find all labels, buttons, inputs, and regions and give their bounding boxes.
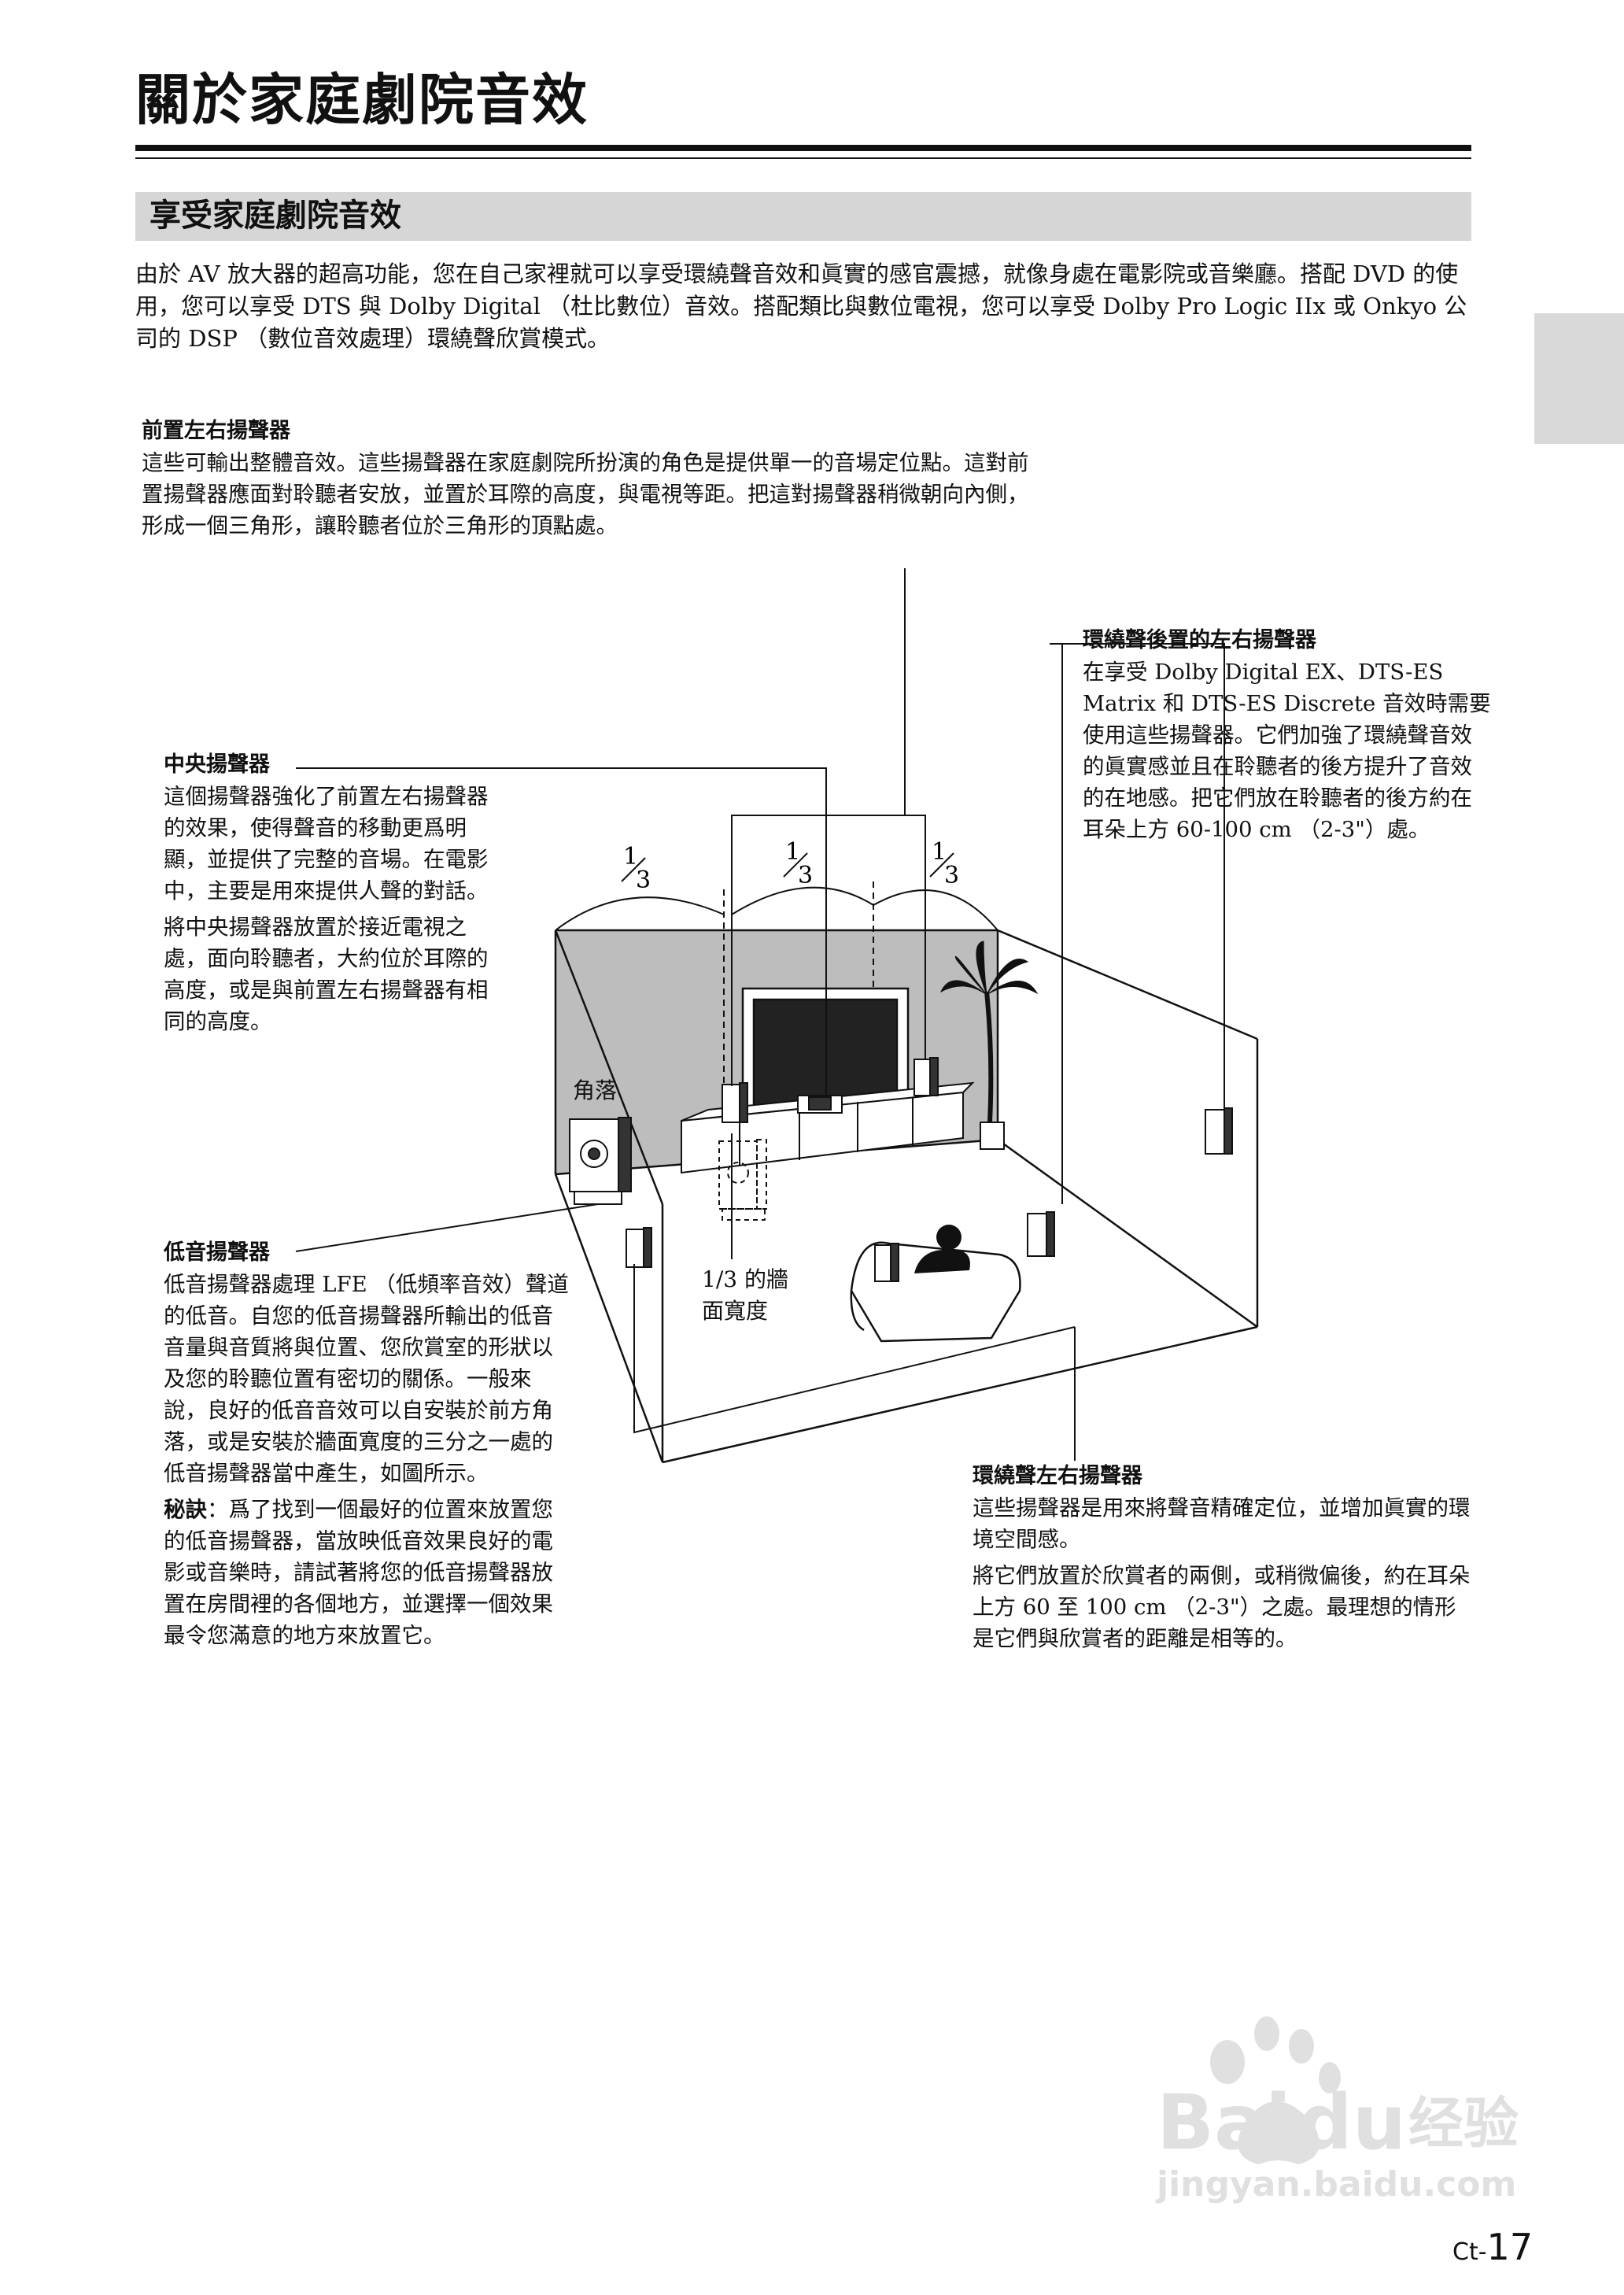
palm-plant [939, 941, 1039, 1150]
title-rule [135, 145, 1471, 151]
surround-speakers-text-1: 這些揚聲器是用來將聲音精確定位，並增加眞實的環境空間感。 [973, 1495, 1471, 1552]
surround-left-speaker [874, 1243, 899, 1282]
wall-thirds-arcs [555, 886, 998, 931]
svg-text:1: 1 [785, 838, 800, 866]
surround-back-speakers-text: 在享受 Dolby Digital EX、DTS-ES Matrix 和 DTS… [1083, 660, 1491, 842]
front-speakers-heading: 前置左右揚聲器 [142, 419, 290, 443]
center-speaker-description: 中央揚聲器 這個揚聲器強化了前置左右揚聲器的效果，使得聲音的移動更爲明顯，並提供… [164, 749, 504, 1037]
surround-speakers-text-2: 將它們放置於欣賞者的兩側，或稍微偏後，約在耳朵上方 60 至 100 cm （2… [973, 1563, 1471, 1651]
front-left-speaker [722, 1082, 748, 1123]
front-speakers-text: 這些可輸出整體音效。這些揚聲器在家庭劇院所扮演的角色是提供單一的音場定位點。這對… [142, 450, 1029, 538]
corner-label: 角落 [573, 1077, 618, 1103]
front-speakers-description: 前置左右揚聲器 這些可輸出整體音效。這些揚聲器在家庭劇院所扮演的角色是提供單一的… [142, 416, 1031, 541]
surround-back-left-speaker [626, 1227, 652, 1268]
surround-right-speaker [1027, 1211, 1055, 1257]
surround-speakers-heading: 環繞聲左右揚聲器 [973, 1464, 1142, 1488]
tip-label: 秘訣 [164, 1497, 207, 1522]
third-label-3: 1 3 [929, 838, 959, 889]
svg-text:Bai: Bai [1157, 2079, 1291, 2167]
third-label-1: 1 3 [621, 843, 651, 894]
surround-speakers-description: 環繞聲左右揚聲器 這些揚聲器是用來將聲音精確定位，並增加眞實的環境空間感。 將它… [973, 1461, 1476, 1654]
svg-text:1: 1 [623, 843, 638, 870]
tip-text: ：爲了找到一個最好的位置來放置您的低音揚聲器，當放映低音效果良好的電影或音樂時，… [164, 1497, 553, 1648]
subwoofer-tip: 秘訣：爲了找到一個最好的位置來放置您的低音揚聲器，當放映低音效果良好的電影或音樂… [164, 1494, 573, 1651]
svg-text:3: 3 [636, 867, 651, 894]
page-title: 關於家庭劇院音效 [135, 68, 589, 132]
wall-width-label: 1/3 的牆面寬度 [702, 1266, 788, 1324]
center-speaker [797, 1095, 843, 1114]
svg-text:3: 3 [944, 862, 959, 889]
surround-back-right-speaker [1205, 1107, 1233, 1155]
subwoofer-third-wall [718, 1139, 767, 1221]
svg-text:经验: 经验 [1408, 2091, 1519, 2156]
page-number-prefix: Ct- [1452, 2238, 1487, 2266]
surround-back-speakers-heading: 環繞聲後置的左右揚聲器 [1083, 628, 1316, 652]
subwoofer-text: 低音揚聲器處理 LFE （低頻率音效）聲道的低音。自您的低音揚聲器所輸出的低音音… [164, 1272, 569, 1486]
svg-text:jingyan.baidu.com: jingyan.baidu.com [1155, 2164, 1516, 2204]
watermark-logo: Bai du 经验 jingyan.baidu.com [1155, 2016, 1519, 2204]
section-title: 享受家庭劇院音效 [149, 198, 401, 234]
listener [914, 1225, 970, 1273]
title-rule-thin [135, 157, 1471, 159]
svg-text:3: 3 [798, 862, 813, 889]
center-speaker-text-1: 這個揚聲器強化了前置左右揚聲器的效果，使得聲音的移動更爲明顯，並提供了完整的音場… [164, 784, 489, 904]
center-speaker-heading: 中央揚聲器 [164, 752, 270, 777]
front-right-speaker [914, 1057, 939, 1096]
svg-text:1: 1 [932, 838, 947, 866]
subwoofer-heading: 低音揚聲器 [164, 1240, 270, 1265]
surround-back-speakers-description: 環繞聲後置的左右揚聲器 在享受 Dolby Digital EX、DTS-ES … [1083, 625, 1492, 845]
section-header: 享受家庭劇院音效 [135, 192, 1471, 241]
center-speaker-text-2: 將中央揚聲器放置於接近電視之處，面向聆聽者，大約位於耳際的高度，或是與前置左右揚… [164, 915, 489, 1034]
svg-text:du: du [1298, 2079, 1406, 2167]
page-number: Ct-17 [1452, 2229, 1533, 2265]
third-label-2: 1 3 [783, 838, 813, 889]
page-number-value: 17 [1486, 2226, 1534, 2268]
subwoofer-description: 低音揚聲器 低音揚聲器處理 LFE （低頻率音效）聲道的低音。自您的低音揚聲器所… [164, 1237, 573, 1651]
intro-paragraph: 由於 AV 放大器的超高功能，您在自己家裡就可以享受環繞聲音效和眞實的感官震撼，… [135, 261, 1467, 352]
subwoofer-corner [569, 1117, 632, 1205]
chapter-tab [1534, 313, 1624, 444]
leader-lines [295, 568, 1225, 1461]
